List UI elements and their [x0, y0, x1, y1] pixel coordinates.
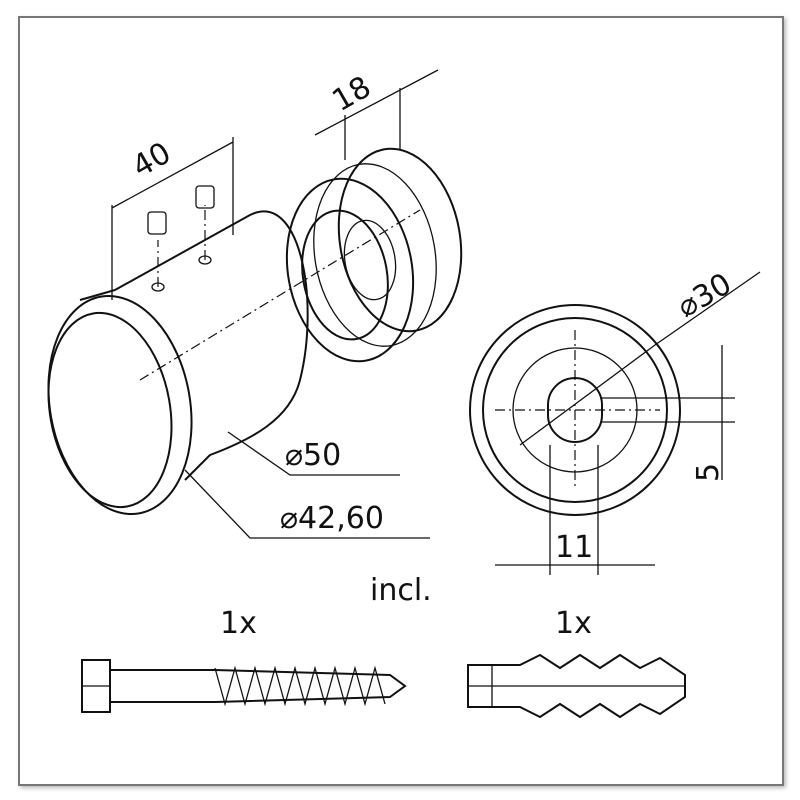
dimension-18: 18	[314, 69, 439, 160]
wall-plug-icon	[467, 653, 686, 719]
included-label: incl.	[370, 573, 432, 608]
screw-icon	[81, 659, 407, 713]
dimension-40: 40	[111, 136, 234, 300]
leader-42-60	[184, 469, 430, 539]
slot-5-label: 5	[691, 463, 726, 482]
dimension-40-label: 40	[127, 136, 178, 185]
cylinder-body	[47, 185, 421, 516]
slot-11-label: 11	[555, 530, 593, 565]
diameter-42-60-label: ⌀42,60	[280, 501, 384, 536]
ring-part	[285, 147, 463, 363]
drawing-frame	[18, 16, 784, 786]
diameter-50-label: ⌀50	[285, 438, 341, 473]
dowel-quantity: 1x	[555, 606, 592, 641]
diameter-30-label: ⌀30	[672, 266, 738, 324]
front-view: ⌀30 5 11	[469, 266, 761, 575]
screw-quantity: 1x	[220, 606, 257, 641]
dimension-18-label: 18	[327, 70, 378, 119]
leader-50	[227, 431, 400, 476]
